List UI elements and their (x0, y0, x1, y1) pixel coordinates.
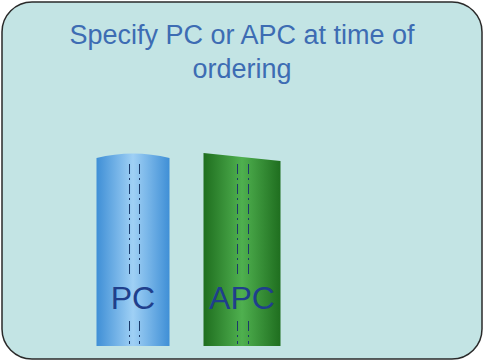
ferrule-label: PC (96, 280, 170, 317)
apc-ferrule: APC (203, 152, 281, 346)
center-line (129, 321, 130, 344)
title: Specify PC or APC at time of ordering (20, 18, 464, 86)
center-line (237, 321, 238, 344)
center-line (248, 321, 249, 344)
pc-ferrule: PC (96, 152, 170, 346)
center-line (237, 164, 238, 276)
center-line (129, 164, 130, 276)
center-line (248, 164, 249, 276)
center-line (139, 321, 140, 344)
ferrule-shape (203, 152, 281, 346)
ferrule-body (204, 153, 281, 346)
ferrule-body (97, 154, 170, 347)
center-line (139, 164, 140, 276)
ferrule-label: APC (203, 280, 281, 317)
ferrule-shape (96, 152, 170, 346)
